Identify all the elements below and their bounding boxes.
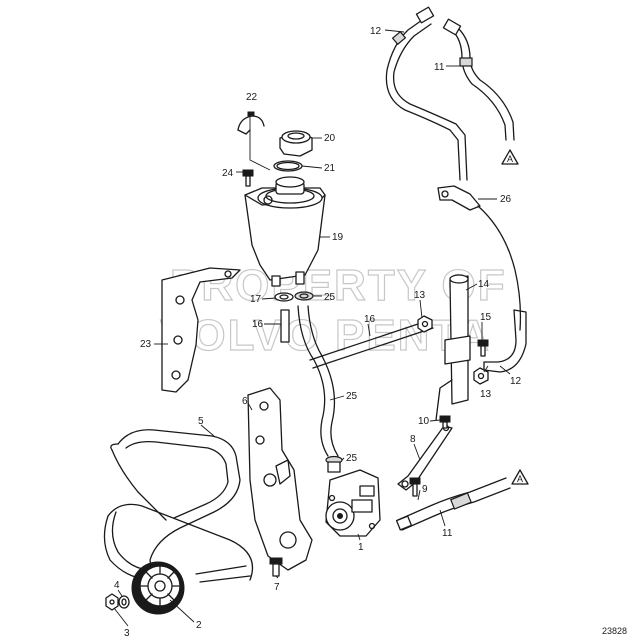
bracket-8	[397, 424, 453, 491]
bolt-7	[269, 557, 283, 577]
bolt-15	[477, 339, 489, 357]
callout-3: 3	[124, 628, 130, 639]
hose-11-upper	[442, 18, 515, 141]
connection-marker-upper-label: A	[507, 154, 513, 164]
reference-number: 23828	[602, 626, 627, 636]
leader-lines	[113, 29, 511, 627]
bracket-22	[161, 267, 241, 393]
connection-marker-upper: A	[501, 149, 519, 165]
callout-26: 26	[500, 194, 512, 205]
dipstick-21	[237, 111, 271, 171]
callout-6: 6	[242, 396, 248, 407]
callout-25-upper: 25	[324, 292, 336, 303]
callout-12-lower: 12	[510, 376, 522, 387]
callout-1: 1	[358, 542, 364, 553]
bracket-6	[247, 387, 313, 571]
callout-2: 2	[196, 620, 202, 631]
callout-11-upper: 11	[434, 62, 445, 73]
pipe-16-long	[309, 319, 434, 369]
hose-11-lower	[395, 477, 511, 531]
callout-17: 17	[250, 294, 262, 305]
belt-5	[103, 429, 254, 587]
callout-11-lower: 11	[442, 528, 453, 539]
bolt-23	[242, 169, 254, 187]
hose-12-upper	[385, 6, 468, 181]
seal-25-upper	[294, 291, 314, 301]
connection-marker-lower-label: A	[517, 474, 523, 484]
seal-25-lower	[325, 455, 343, 473]
pipe-bracket	[444, 335, 471, 365]
connection-marker-lower: A	[511, 469, 529, 485]
washer-4	[118, 595, 130, 609]
callouts: 12 11 22 20 21 24 26 19 14 17 25 13 16 1…	[114, 26, 522, 639]
watermark-line-2: VOLVO PENTA	[160, 311, 491, 360]
callout-7: 7	[274, 582, 280, 593]
callout-14: 14	[478, 279, 490, 290]
bolt-9	[409, 477, 421, 497]
callout-21: 22	[246, 92, 258, 103]
nut-3	[105, 593, 119, 611]
o-ring-20	[273, 160, 303, 172]
callout-13-upper: 13	[414, 290, 426, 301]
pump-1	[325, 469, 381, 537]
nut-13-upper	[417, 315, 433, 333]
callout-5: 5	[198, 416, 204, 427]
callout-12-upper: 12	[370, 26, 382, 37]
callout-15: 15	[480, 312, 492, 323]
callout-25-lower: 25	[346, 453, 358, 464]
seal-17	[274, 292, 294, 302]
pulley-2	[131, 561, 185, 615]
callout-18: 19	[332, 232, 344, 243]
callout-4: 4	[114, 580, 120, 591]
callout-24: 25	[346, 391, 358, 402]
callout-9: 9	[422, 484, 428, 495]
pipe-16-short	[280, 309, 290, 343]
bolt-10	[439, 415, 451, 429]
callout-16-short: 16	[252, 319, 264, 330]
callout-22: 23	[140, 339, 152, 350]
cap-19	[279, 130, 313, 157]
hose-24	[297, 305, 339, 457]
callout-20: 21	[324, 163, 336, 174]
clamp-26	[437, 185, 481, 211]
callout-8: 8	[410, 434, 416, 445]
nut-13-lower	[473, 367, 489, 385]
callout-10: 10	[418, 416, 430, 427]
watermark: PROPERTY OF VOLVO PENTA	[159, 260, 505, 360]
callout-13-lower: 13	[480, 389, 492, 400]
callout-16-long: 16	[364, 314, 376, 325]
callout-19: 20	[324, 133, 336, 144]
reservoir-18	[244, 176, 326, 287]
callout-23: 24	[222, 168, 234, 179]
